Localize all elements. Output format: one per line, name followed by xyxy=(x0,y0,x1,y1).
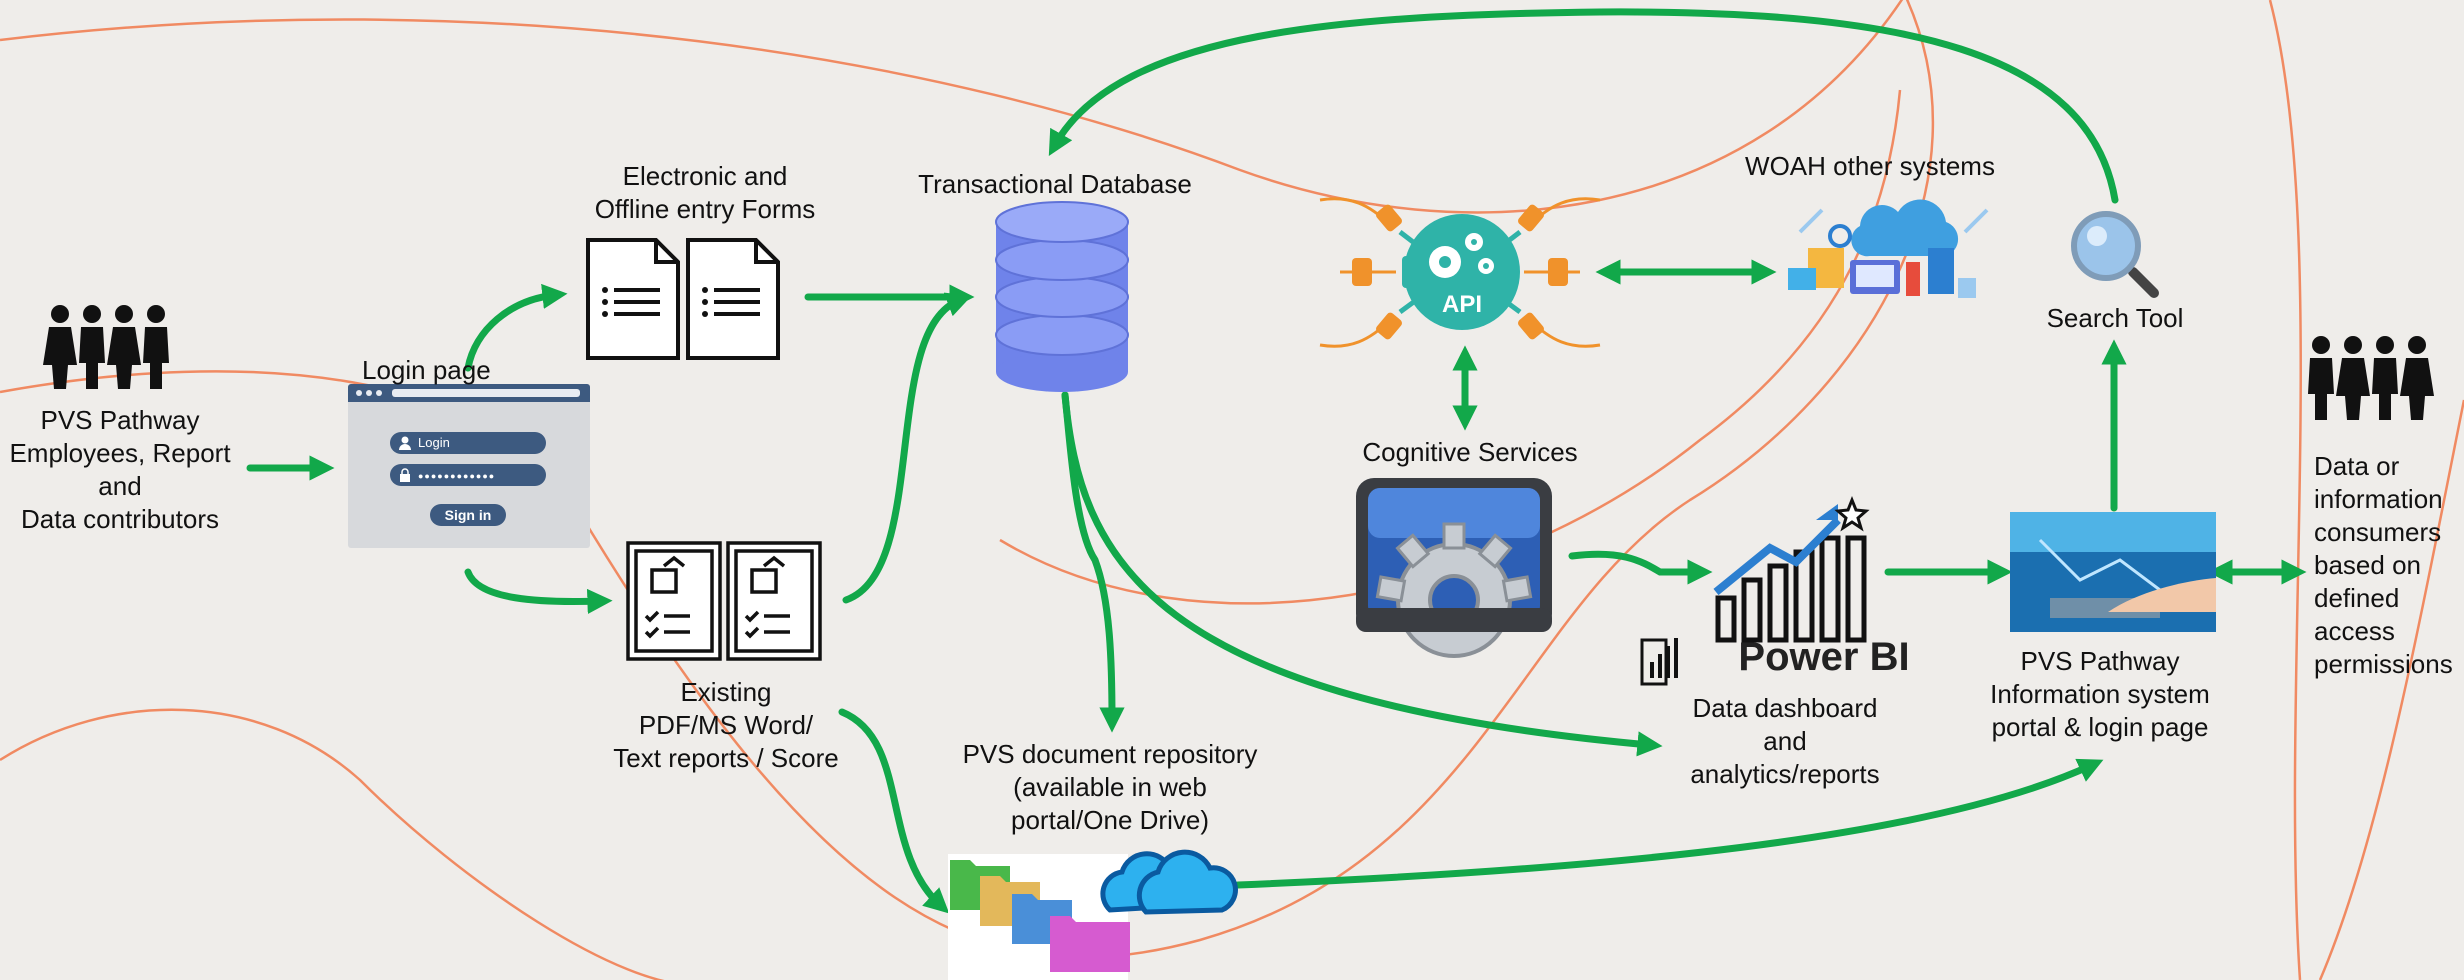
decor-curve-5 xyxy=(2318,399,2464,980)
portal-line: PVS Pathway xyxy=(2020,646,2180,676)
arrow-database-to-dashboard xyxy=(1061,391,1663,757)
people-group-icon xyxy=(2308,336,2434,420)
search-tool-label: Search Tool xyxy=(2046,303,2184,333)
window-dot-icon xyxy=(356,390,362,396)
login-username-field: Login xyxy=(390,432,546,454)
login-page-label: Login page xyxy=(362,355,491,385)
form-document-icon xyxy=(586,238,680,360)
contributors-line: and xyxy=(98,471,142,501)
existing-reports-label: Existing PDF/MS Word/ Text reports / Sco… xyxy=(590,676,862,775)
consumers-line: information xyxy=(2314,484,2443,514)
dashboard-label: Data dashboard and analytics/reports xyxy=(1640,692,1930,791)
portal-line: portal & login page xyxy=(1991,712,2209,742)
systems-cloud-icon xyxy=(1788,199,1989,298)
password-field-text: ●●●●●●●●●●●● xyxy=(418,471,496,481)
arrow-login-to-forms xyxy=(464,283,568,372)
contributors-line: Employees, Report xyxy=(9,438,231,468)
laptop-icon xyxy=(2010,512,2216,632)
woah-other-systems-label: WOAH other systems xyxy=(1745,151,1995,181)
portal-line: Information system xyxy=(1990,679,2210,709)
login-field-text: Login xyxy=(418,435,450,450)
existing-reports-line: Existing xyxy=(680,677,772,707)
database-icon xyxy=(995,201,1129,392)
power-bi-label: Power BI xyxy=(1738,635,1910,679)
arrow-reports-to-database xyxy=(842,292,972,604)
api-hub-icon xyxy=(1319,197,1601,348)
api-label: API xyxy=(1441,291,1482,318)
entry-forms-label: Electronic and Offline entry Forms xyxy=(560,160,850,226)
magnifier-icon xyxy=(2071,211,2159,298)
consumers-label: Data or information consumers based on d… xyxy=(2314,450,2453,681)
user-icon xyxy=(399,436,411,450)
dashboard-line: analytics/reports xyxy=(1690,759,1880,789)
login-address-bar xyxy=(392,389,580,397)
arrow-cognitive-to-powerbi xyxy=(1568,550,1713,585)
arrow-login-to-reports xyxy=(464,568,613,615)
transactional-database-label: Transactional Database xyxy=(918,169,1192,199)
gear-icon xyxy=(1356,478,1552,658)
report-document-icon xyxy=(626,541,722,661)
document-repository-line: (available in web xyxy=(1013,772,1207,802)
entry-forms-line: Offline entry Forms xyxy=(594,194,816,224)
cognitive-services-label: Cognitive Services xyxy=(1362,437,1578,467)
document-repository-label: PVS document repository (available in we… xyxy=(940,738,1280,837)
consumers-line: permissions xyxy=(2314,649,2453,679)
cloud-icon xyxy=(1100,849,1238,915)
existing-reports-line: Text reports / Score xyxy=(613,743,839,773)
decor-curve-3 xyxy=(0,708,666,980)
arrow-reports-to-repository xyxy=(838,708,950,914)
entry-forms-line: Electronic and xyxy=(622,161,788,191)
contributors-line: Data contributors xyxy=(21,504,219,534)
login-password-field: ●●●●●●●●●●●● xyxy=(390,464,546,486)
lock-icon xyxy=(400,468,410,482)
window-dot-icon xyxy=(376,390,382,396)
people-group-icon xyxy=(43,305,169,389)
portal-label: PVS Pathway Information system portal & … xyxy=(1960,645,2240,744)
decor-curve-1 xyxy=(0,0,1904,214)
decor-curve-4 xyxy=(2268,0,2302,980)
consumers-line: based on xyxy=(2314,550,2421,580)
document-repository-line: PVS document repository xyxy=(962,739,1258,769)
window-dot-icon xyxy=(366,390,372,396)
arrow-cloud-to-portal xyxy=(1234,758,2104,889)
consumers-line: access xyxy=(2314,616,2395,646)
consumers-line: consumers xyxy=(2314,517,2442,547)
report-document-icon xyxy=(726,541,822,661)
login-window-icon: Login ●●●●●●●●●●●● Sign in xyxy=(348,384,590,548)
growth-chart-icon xyxy=(1640,495,1870,686)
existing-reports-line: PDF/MS Word/ xyxy=(638,710,814,740)
consumers-line: Data or xyxy=(2314,451,2400,481)
form-document-icon xyxy=(686,238,780,360)
contributors-line: PVS Pathway xyxy=(40,405,200,435)
dashboard-line: and xyxy=(1763,726,1807,756)
folders-icon xyxy=(948,854,1130,980)
contributors-label: PVS Pathway Employees, Report and Data c… xyxy=(0,404,240,536)
dashboard-line: Data dashboard xyxy=(1692,693,1878,723)
arrow-search-to-database xyxy=(1048,8,2119,204)
sign-in-button: Sign in xyxy=(430,504,506,526)
document-repository-line: portal/One Drive) xyxy=(1011,805,1209,835)
consumers-line: defined xyxy=(2314,583,2400,613)
login-window-titlebar xyxy=(348,384,590,402)
